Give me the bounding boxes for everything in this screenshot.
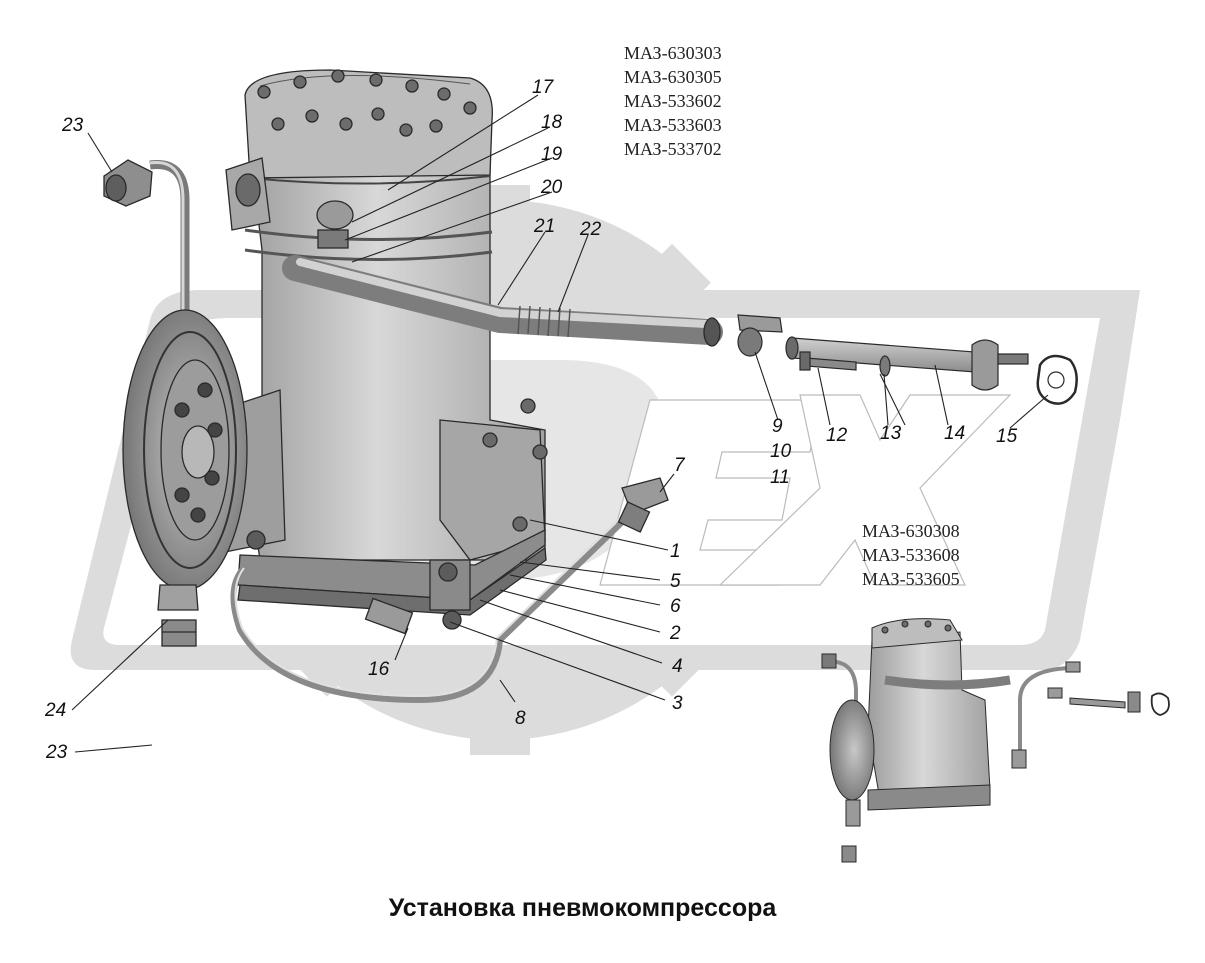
callout-12: 12 (826, 425, 848, 446)
leader-lines (71, 94, 1049, 753)
callout-9: 9 (772, 416, 783, 437)
model-label: МАЗ-630308 (862, 521, 960, 541)
callout-18: 18 (541, 112, 563, 133)
callout-13: 13 (880, 423, 902, 444)
exploded-parts (737, 314, 1078, 405)
model-label: МАЗ-630305 (624, 67, 722, 87)
model-label: МАЗ-533603 (624, 115, 722, 135)
callout-16: 16 (368, 659, 390, 680)
valve-16 (364, 597, 414, 635)
callout-22: 22 (579, 219, 602, 240)
callout-14: 14 (944, 423, 965, 444)
callout-labels: 17 18 19 20 21 22 23 24 23 16 8 1 5 6 2 … (44, 77, 1018, 763)
head-fitting (316, 200, 354, 230)
main-compressor (103, 69, 723, 704)
lower-fitting (157, 584, 199, 611)
outlet-pipe (282, 255, 723, 345)
flange-14 (971, 339, 999, 391)
callout-5: 5 (670, 571, 681, 592)
callout-10: 10 (770, 441, 792, 462)
drain-pipe (230, 502, 643, 704)
callout-6: 6 (670, 596, 681, 617)
model-label: МАЗ-533608 (862, 545, 960, 565)
washer-13 (879, 355, 891, 377)
callout-7: 7 (674, 455, 686, 476)
callout-11: 11 (770, 467, 790, 488)
callout-2: 2 (669, 623, 681, 644)
callout-1: 1 (670, 541, 681, 562)
callout-3: 3 (672, 693, 683, 714)
model-list-bottom: МАЗ-630308 МАЗ-533608 МАЗ-533605 (862, 519, 960, 591)
model-label: МАЗ-630303 (624, 43, 722, 63)
variant-pulley (829, 699, 875, 801)
callout-24: 24 (44, 700, 66, 721)
callout-4: 4 (672, 656, 683, 677)
variant-compressor (821, 618, 1170, 863)
callout-15: 15 (996, 426, 1018, 447)
callout-23-bottom: 23 (45, 742, 68, 763)
model-label: МАЗ-533602 (624, 91, 722, 111)
model-label: МАЗ-533605 (862, 569, 960, 589)
callout-8: 8 (515, 708, 526, 729)
model-label: МАЗ-533702 (624, 139, 722, 159)
callout-21: 21 (533, 216, 555, 237)
callout-20: 20 (540, 177, 563, 198)
callout-19: 19 (541, 144, 563, 165)
head-bolts (257, 69, 477, 137)
callout-23-top: 23 (61, 115, 84, 136)
model-list-top: МАЗ-630303 МАЗ-630305 МАЗ-533602 МАЗ-533… (624, 41, 722, 161)
callout-17: 17 (532, 77, 555, 98)
watermark-letter-x (718, 394, 1012, 586)
diagram-title: Установка пневмокомпрессора (388, 894, 777, 922)
cylinder-head (244, 69, 493, 179)
